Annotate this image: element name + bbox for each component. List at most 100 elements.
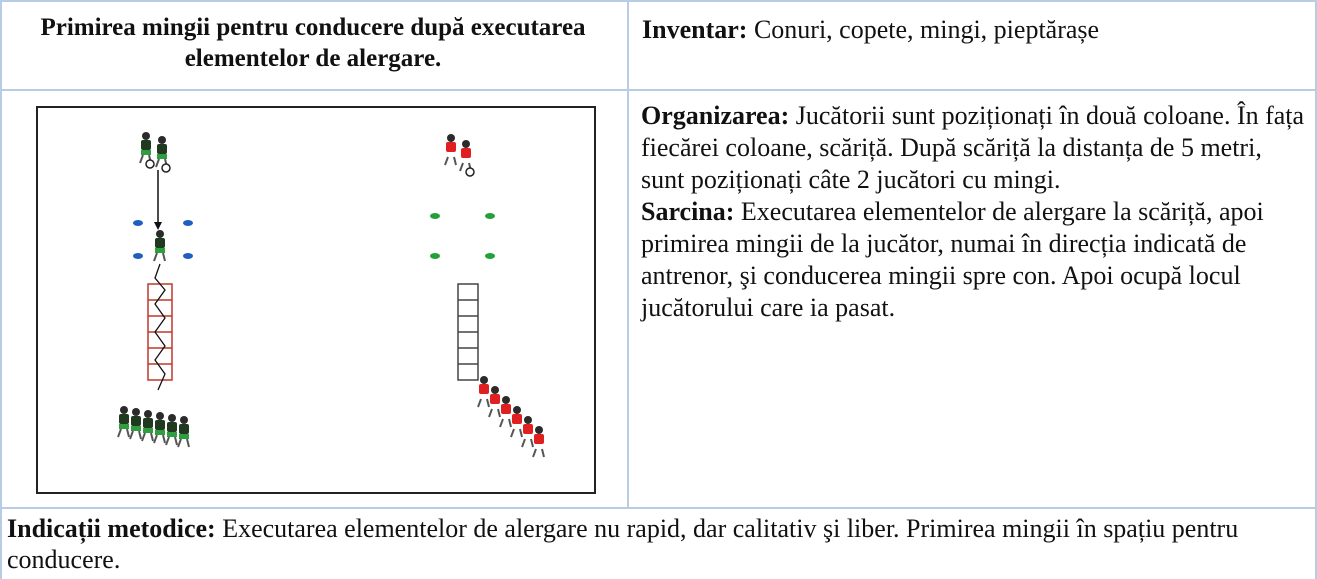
left-queue-player-1-shorts: [119, 424, 129, 429]
task-paragraph: Sarcina: Executarea elementelor de alerg…: [641, 196, 1311, 324]
left-queue-player-1-shirt: [119, 414, 129, 424]
right-queue-player-5-leg-right: [530, 438, 534, 448]
task-label: Sarcina:: [641, 197, 735, 226]
right-queue-player-1-head: [480, 376, 488, 384]
left-cone-4: [183, 253, 193, 259]
task-text: Executarea elementelor de alergare la sc…: [641, 197, 1264, 322]
right-feeder-1-shorts: [446, 152, 456, 157]
right-cone-1: [430, 213, 440, 219]
header-divider: [0, 89, 1317, 91]
right-queue-player-6-leg-right: [541, 448, 545, 458]
right-queue-player-4-leg-left: [510, 428, 515, 438]
left-feeder-2-shirt: [157, 144, 167, 154]
left-feeder-2-shorts: [157, 154, 167, 159]
inventory-label: Inventar:: [642, 15, 748, 44]
left-receiver-shorts: [155, 248, 165, 253]
right-queue-player-2-head: [491, 386, 499, 394]
right-feeder-1-head: [447, 134, 455, 142]
outer-right-border: [1315, 0, 1317, 579]
left-queue-player-1-leg-right: [126, 428, 130, 438]
left-queue-player-5-shirt: [167, 422, 177, 432]
left-receiver-head: [156, 230, 164, 238]
left-feeder-2-leg-left: [155, 158, 160, 168]
inventory-cell: Inventar: Conuri, copete, mingi, pieptăr…: [642, 14, 1302, 45]
right-queue-player-1-leg-left: [477, 398, 482, 408]
right-queue-player-3-shorts: [501, 414, 511, 419]
right-feeder-1-leg-right: [453, 156, 457, 166]
diagram-drawing: [117, 132, 545, 458]
right-queue-player-2-shirt: [490, 394, 500, 404]
right-queue-player-1-shorts: [479, 394, 489, 399]
right-feeder-2-leg-left: [459, 162, 464, 172]
right-queue-player-3-shirt: [501, 404, 511, 414]
left-queue-player-2-leg-right: [138, 430, 142, 440]
left-queue-player-2-leg-left: [129, 430, 134, 440]
right-cone-4: [485, 253, 495, 259]
right-queue-player-4-head: [513, 406, 521, 414]
left-queue-player-6-shirt: [179, 424, 189, 434]
outer-left-border: [0, 0, 2, 579]
right-queue-player-5-leg-left: [521, 438, 526, 448]
left-queue-player-5-leg-left: [165, 436, 170, 446]
left-queue-player-2-shorts: [131, 426, 141, 431]
left-run-path: [154, 263, 166, 391]
left-feeder-1-head: [142, 132, 150, 140]
left-cone-3: [133, 253, 143, 259]
inventory-text: Conuri, copete, mingi, pieptărașe: [747, 15, 1100, 44]
right-queue-player-3-leg-right: [508, 418, 512, 428]
left-receiver-shirt: [155, 238, 165, 248]
left-queue-player-3-shorts: [143, 428, 153, 433]
left-queue-player-3-shirt: [143, 418, 153, 428]
organization-paragraph: Organizarea: Jucătorii sunt poziționați …: [641, 100, 1311, 196]
left-queue-player-4-head: [156, 412, 164, 420]
left-receiver-leg-left: [153, 252, 158, 262]
left-queue-player-5-head: [168, 414, 176, 422]
left-cone-1: [133, 220, 143, 226]
left-ball-1: [145, 159, 155, 169]
right-queue-player-1-shirt: [479, 384, 489, 394]
indications-label: Indicații metodice:: [7, 514, 216, 543]
column-divider: [627, 0, 629, 508]
right-feeder-1-shirt: [446, 142, 456, 152]
right-queue-player-2-shorts: [490, 404, 500, 409]
right-feeder-2-shorts: [461, 158, 471, 163]
right-queue-player-5-shorts: [523, 434, 533, 439]
left-feeder-2-head: [158, 136, 166, 144]
left-cone-2: [183, 220, 193, 226]
right-queue-player-6-shirt: [534, 434, 544, 444]
left-receiver-leg-right: [162, 252, 166, 262]
right-queue-player-3-leg-left: [499, 418, 504, 428]
right-queue-player-4-leg-right: [519, 428, 523, 438]
left-feeder-1-shirt: [141, 140, 151, 150]
left-queue-player-5-shorts: [167, 432, 177, 437]
left-queue-player-3-head: [144, 410, 152, 418]
right-queue-player-2-leg-left: [488, 408, 493, 418]
right-cone-2: [485, 213, 495, 219]
left-feeder-1-shorts: [141, 150, 151, 155]
right-feeder-2-shirt: [461, 148, 471, 158]
exercise-title: Primirea mingii pentru conducere după ex…: [40, 14, 586, 72]
left-queue-player-3-leg-left: [141, 432, 146, 442]
top-border: [0, 0, 1317, 2]
right-queue-player-6-leg-left: [532, 448, 537, 458]
left-queue-player-6-leg-left: [177, 438, 182, 448]
indications-cell: Indicații metodice: Executarea elementel…: [7, 513, 1307, 575]
right-queue-player-5-shirt: [523, 424, 533, 434]
right-cone-3: [430, 253, 440, 259]
left-queue-player-4-shirt: [155, 420, 165, 430]
left-queue-player-6-head: [180, 416, 188, 424]
left-queue-player-2-head: [132, 408, 140, 416]
organization-text: Jucătorii sunt poziționați în două coloa…: [641, 101, 1305, 194]
left-queue-player-2-shirt: [131, 416, 141, 426]
right-feeder-1-leg-left: [444, 156, 449, 166]
right-queue-player-3-head: [502, 396, 510, 404]
left-queue-player-4-leg-right: [162, 434, 166, 444]
exercise-diagram: [36, 106, 596, 494]
left-queue-player-4-leg-left: [153, 434, 158, 444]
left-queue-player-4-shorts: [155, 430, 165, 435]
left-pass-arrow: [154, 222, 162, 230]
right-feeder-2-head: [462, 140, 470, 148]
right-queue-player-4-shirt: [512, 414, 522, 424]
organization-label: Organizarea:: [641, 101, 790, 130]
